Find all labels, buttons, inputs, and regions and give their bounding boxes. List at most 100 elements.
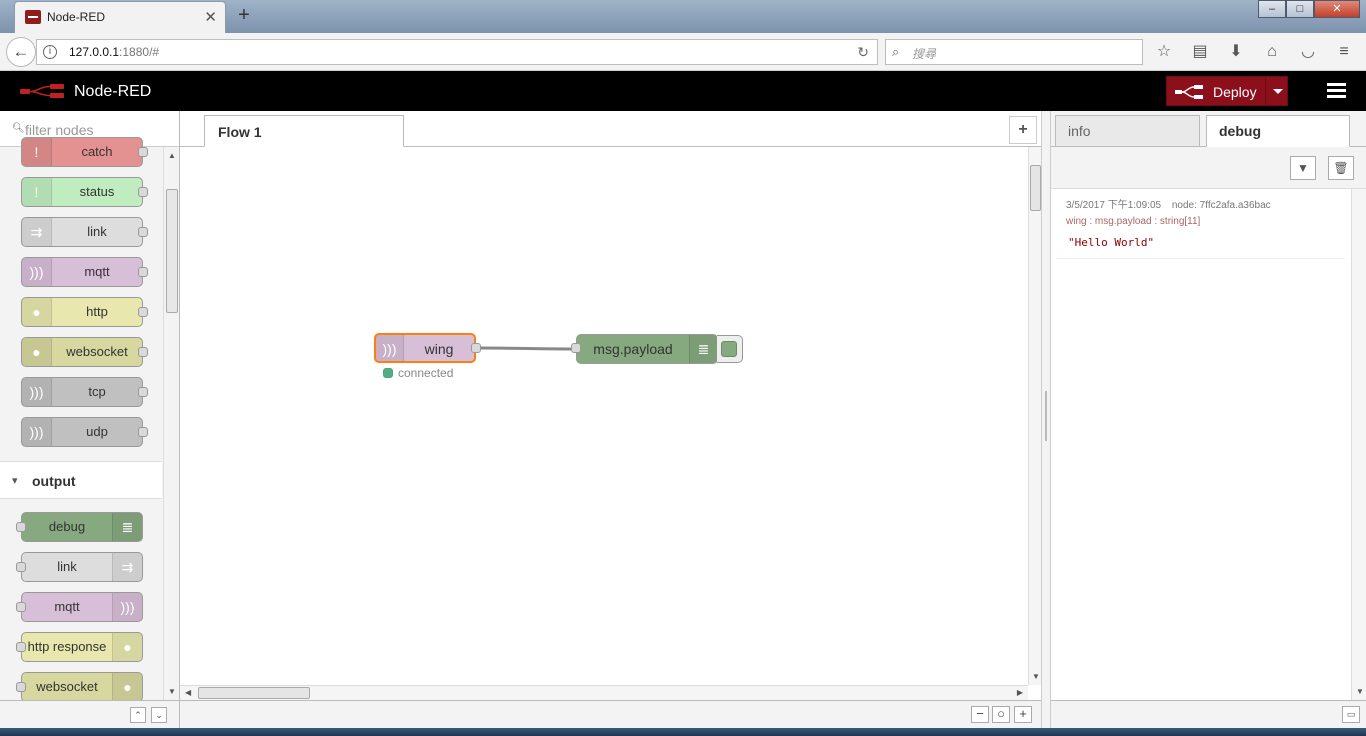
deploy-label: Deploy [1213, 84, 1257, 100]
debug-node-id[interactable]: node: 7ffc2afa.a36bac [1171, 200, 1271, 211]
bookmark-star-icon[interactable]: ☆ [1156, 43, 1172, 60]
palette-node-label: udp [86, 424, 108, 439]
palette-node-websocket-in[interactable]: ● websocket [21, 337, 148, 367]
scroll-down-icon[interactable]: ▼ [168, 687, 176, 696]
canvas-vscroll-thumb[interactable] [1030, 165, 1041, 211]
palette-node-udp-in[interactable]: ))) udp [21, 417, 148, 447]
reading-list-icon[interactable]: ▤ [1192, 43, 1208, 60]
output-port [138, 267, 148, 277]
node-status: connected [383, 366, 453, 380]
main-menu-icon[interactable] [1327, 83, 1346, 99]
canvas-hscroll-thumb[interactable] [198, 687, 310, 699]
palette-node-mqtt-out[interactable]: mqtt ))) [16, 592, 143, 622]
url-bar[interactable]: i 127.0.0.1:1880/# ↻ [36, 39, 878, 65]
scroll-down-icon[interactable]: ▼ [1032, 672, 1040, 681]
back-button[interactable]: ← [6, 37, 36, 67]
debug-toolbar: ▼ 🗑︎ [1051, 147, 1366, 189]
browser-menu-icon[interactable]: ≡ [1339, 43, 1349, 60]
input-port [16, 602, 26, 612]
site-info-icon[interactable]: i [43, 45, 57, 59]
palette-scroll-thumb[interactable] [166, 189, 178, 313]
palette-node-link-in[interactable]: ⇉ link [21, 217, 148, 247]
download-icon[interactable]: ⬇ [1229, 43, 1243, 60]
flow-node-debug[interactable]: msg.payload ≣ [571, 334, 718, 364]
browser-tab[interactable]: Node-RED ✕ [14, 1, 226, 33]
canvas-vertical-scrollbar[interactable]: ▼ [1028, 147, 1041, 685]
palette-node-link-out[interactable]: link ⇉ [16, 552, 143, 582]
canvas-horizontal-scrollbar[interactable]: ◀ ▶ [180, 685, 1028, 700]
new-tab-button[interactable]: + [238, 4, 250, 26]
filter-nodes-input[interactable]: filter nodes [25, 122, 94, 138]
palette-node-label: link [87, 224, 107, 239]
trash-icon[interactable]: 🗑︎ [1328, 156, 1354, 180]
collapse-all-icon[interactable]: ⌃ [130, 707, 146, 723]
input-port[interactable] [571, 343, 581, 353]
flow-node-wing[interactable]: ))) wing [374, 333, 481, 363]
scroll-down-icon[interactable]: ▼ [1356, 687, 1364, 696]
palette-scrollbar[interactable]: ▲ ▼ [163, 147, 179, 700]
pocket-icon[interactable]: ◡ [1301, 43, 1315, 60]
output-port [138, 307, 148, 317]
output-port [138, 387, 148, 397]
debug-enable-toggle[interactable] [717, 335, 743, 363]
node-red-logo-icon [20, 84, 64, 98]
palette-node-label: websocket [66, 344, 128, 359]
palette-node-label: websocket [36, 679, 98, 694]
input-port [16, 642, 26, 652]
debug-toggle-indicator [721, 341, 737, 357]
palette-node-catch[interactable]: ! catch [21, 137, 148, 167]
search-bar[interactable]: ⌕ 搜尋 [885, 39, 1143, 65]
palette-node-http-response[interactable]: http response ● [16, 632, 143, 662]
palette-node-websocket-out[interactable]: websocket ● [16, 672, 143, 700]
reload-icon[interactable]: ↻ [857, 44, 869, 60]
scroll-up-icon[interactable]: ▲ [168, 151, 176, 160]
debug-message[interactable]: 3/5/2017 下午1:09:05 node: 7ffc2afa.a36bac… [1055, 189, 1345, 259]
browser-navbar: ← i 127.0.0.1:1880/# ↻ ⌕ 搜尋 ☆ ▤ ⬇ ⌂ ◡ ≡ [0, 33, 1366, 71]
flow-wire[interactable] [479, 346, 577, 351]
zoom-in-button[interactable]: + [1014, 706, 1032, 723]
palette-node-debug[interactable]: debug ≣ [16, 512, 143, 542]
palette-node-label: tcp [88, 384, 106, 399]
output-port[interactable] [471, 343, 481, 353]
palette-category-output[interactable]: ▾ output [0, 461, 162, 499]
link-arrow-icon: ⇉ [112, 553, 142, 581]
tab-flow-1[interactable]: Flow 1 [204, 115, 404, 147]
debug-list-icon: ≣ [689, 335, 717, 363]
home-icon[interactable]: ⌂ [1267, 43, 1277, 60]
palette-node-label: mqtt [84, 264, 110, 279]
minimize-button[interactable]: – [1258, 0, 1286, 18]
tab-info[interactable]: info [1055, 115, 1200, 147]
sidebar-separator[interactable] [1041, 111, 1051, 728]
close-window-button[interactable]: ✕ [1314, 0, 1360, 18]
globe-icon: ● [112, 673, 142, 700]
palette-footer: ⌃ ⌄ [0, 700, 180, 728]
filter-icon[interactable]: ▼ [1290, 156, 1316, 180]
scroll-right-icon[interactable]: ▶ [1016, 688, 1023, 697]
debug-timestamp: 3/5/2017 下午1:09:05 [1066, 200, 1162, 211]
sidebar-footer: ▭ [1051, 700, 1366, 728]
zoom-reset-button[interactable]: ○ [992, 706, 1010, 723]
app-title: Node-RED [74, 83, 152, 100]
tab-debug[interactable]: debug [1206, 115, 1350, 147]
flow-canvas[interactable] [180, 147, 1028, 685]
deploy-button[interactable]: Deploy [1166, 76, 1288, 106]
expand-all-icon[interactable]: ⌄ [151, 707, 167, 723]
scroll-left-icon[interactable]: ◀ [185, 688, 192, 697]
drag-handle-icon[interactable] [1045, 391, 1047, 441]
palette-node-mqtt-in[interactable]: ))) mqtt [21, 257, 148, 287]
deploy-options-caret-icon[interactable] [1273, 89, 1283, 94]
palette-node-status[interactable]: ! status [21, 177, 148, 207]
zoom-out-button[interactable]: − [971, 706, 989, 723]
close-tab-icon[interactable]: ✕ [204, 9, 217, 26]
url-host: 127.0.0.1 [69, 45, 120, 59]
node-red-header: Node-RED Deploy [0, 71, 1366, 111]
url-text: 127.0.0.1:1880/# [69, 45, 159, 59]
debug-scrollbar[interactable]: ▼ [1351, 189, 1366, 700]
palette-node-tcp-in[interactable]: ))) tcp [21, 377, 148, 407]
search-placeholder: 搜尋 [912, 47, 937, 61]
input-port [16, 682, 26, 692]
palette-node-http-in[interactable]: ● http [21, 297, 148, 327]
open-window-icon[interactable]: ▭ [1342, 706, 1360, 723]
add-flow-button[interactable]: + [1009, 116, 1037, 144]
maximize-button[interactable]: □ [1286, 0, 1314, 18]
